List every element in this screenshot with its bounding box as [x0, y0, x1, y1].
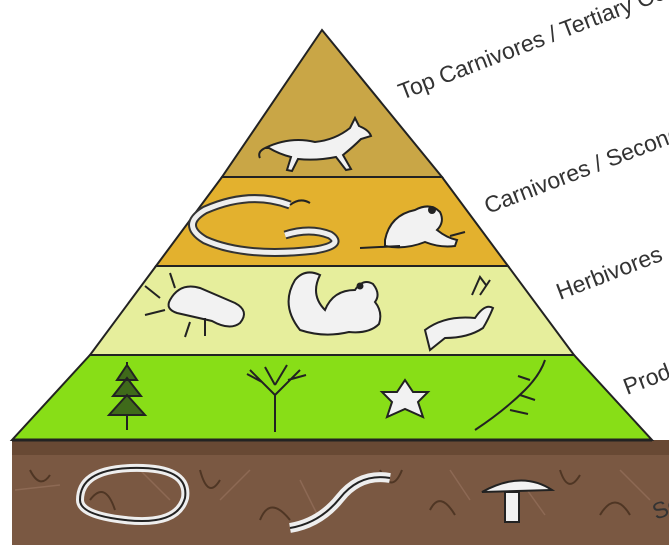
label-carnivores: Carnivores / Secondary Consumers — [480, 64, 669, 219]
label-herbivores: Herbivores — [552, 241, 665, 305]
level-producers — [12, 355, 652, 440]
level-carnivores — [156, 177, 508, 266]
label-top-carnivores: Top Carnivores / Tertiary Consumers — [394, 0, 669, 105]
label-producers: Producers — [619, 338, 669, 400]
